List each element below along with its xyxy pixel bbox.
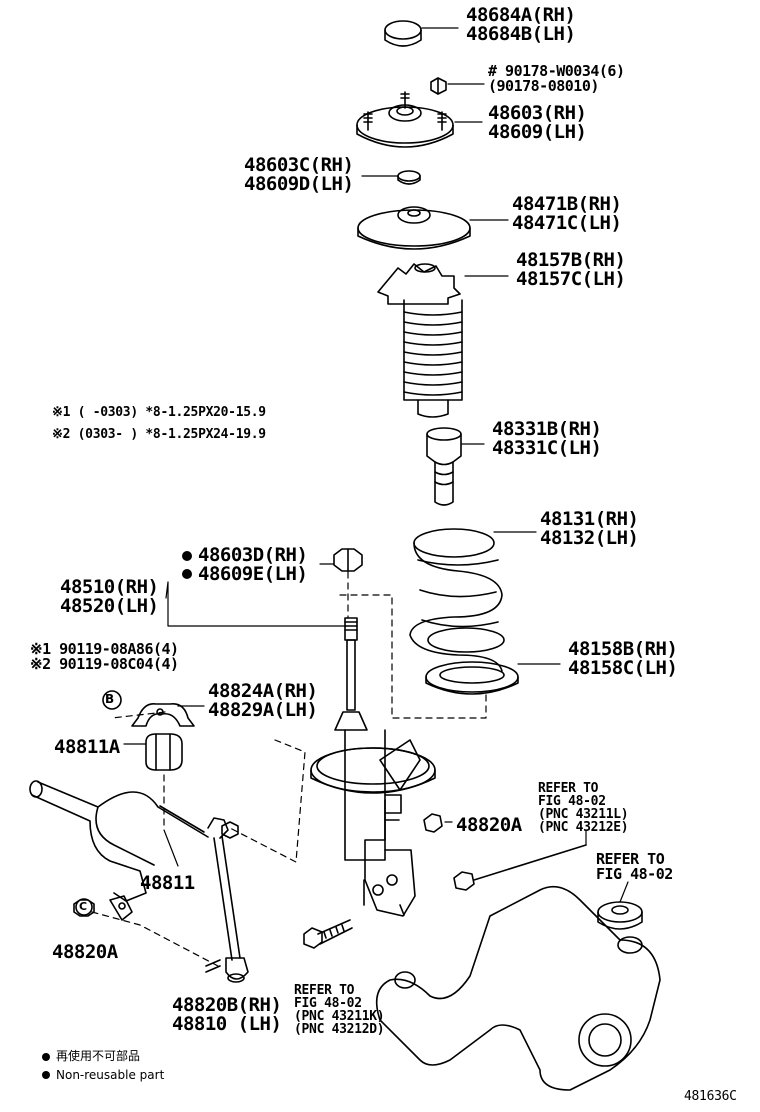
callout-circle-b	[102, 690, 122, 710]
label-48820a-right: 48820A	[456, 814, 522, 836]
strut-nut	[333, 548, 363, 572]
label-48820b: 48820B(RH)48810 (LH)	[172, 994, 282, 1035]
steering-knuckle	[375, 885, 661, 1091]
note-line-2: ※2 (0303- ) *8-1.25PX24-19.9	[52, 427, 266, 442]
flange-nut	[430, 77, 447, 95]
label-48820a-left: 48820A	[52, 941, 118, 963]
label-48331: 48331B(RH)48331C(LH)	[492, 418, 602, 459]
label-48603c: 48603C(RH)48609D(LH)	[244, 154, 354, 195]
stabilizer-bushing	[145, 733, 183, 771]
lower-insulator	[425, 661, 519, 695]
stabilizer-link	[205, 817, 249, 983]
callout-letter-c: C	[79, 900, 88, 913]
label-48158: 48158B(RH)48158C(LH)	[568, 638, 678, 679]
label-48603: 48603(RH)48609(LH)	[488, 102, 587, 143]
stabilizer-nut-upper	[221, 821, 239, 839]
legend-dot	[42, 1053, 50, 1061]
label-48157: 48157B(RH)48157C(LH)	[516, 249, 626, 290]
mounting-bolt	[303, 919, 353, 949]
leader-lines	[123, 27, 629, 903]
note-line-1: ※1 ( -0303) *8-1.25PX20-15.9	[52, 405, 266, 420]
label-48471: 48471B(RH)48471C(LH)	[512, 193, 622, 234]
shock-absorber	[310, 617, 436, 917]
knuckle-bolt	[453, 844, 587, 891]
bracket-nut	[423, 813, 443, 833]
stabilizer-bar	[29, 780, 209, 921]
legend-dot	[42, 1071, 50, 1079]
label-48824: 48824A(RH)48829A(LH)	[208, 680, 318, 721]
non-reusable-marker	[182, 551, 192, 561]
callout-circle-c	[75, 898, 93, 916]
legend-japanese: 再使用不可部品	[56, 1049, 141, 1063]
dust-boot	[377, 263, 463, 418]
upper-spring-seat	[357, 206, 471, 250]
stabilizer-bracket	[131, 702, 195, 727]
suspension-support	[356, 91, 454, 148]
bearing-ring	[397, 170, 421, 185]
label-48131: 48131(RH)48132(LH)	[540, 508, 639, 549]
callout-letter-b: B	[105, 692, 115, 706]
label-48510: 48510(RH)48520(LH)	[60, 576, 159, 617]
strut-cap	[384, 20, 422, 47]
stabilizer-nut-lower	[73, 899, 95, 917]
label-48603d: 48603D(RH)48609E(LH)	[198, 544, 308, 585]
assembly-guide-lines	[91, 571, 487, 967]
label-90119: ※1 90119-08A86(4)※2 90119-08C04(4)	[30, 640, 179, 673]
label-48811a: 48811A	[54, 736, 120, 758]
bump-stopper	[426, 427, 462, 506]
label-48811: 48811	[140, 872, 195, 894]
non-reusable-marker	[182, 569, 192, 579]
label-90178: # 90178-W0034(6)(90178-08010)	[488, 62, 625, 95]
label-48684: 48684A(RH)48684B(LH)	[466, 4, 576, 45]
figure-number: 481636C	[684, 1089, 737, 1104]
coil-spring	[409, 528, 505, 672]
legend-english: Non-reusable part	[56, 1068, 165, 1082]
